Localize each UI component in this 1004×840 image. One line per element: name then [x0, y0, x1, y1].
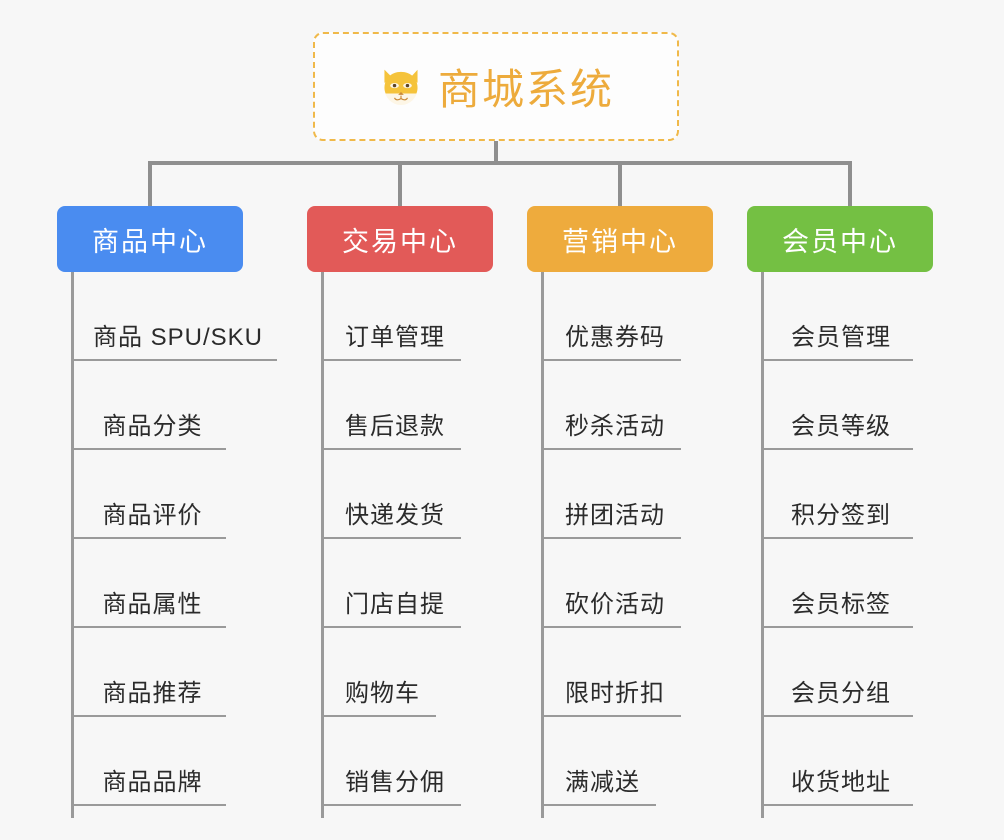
- leaf-label: 商品属性: [102, 591, 203, 618]
- leaf-item[interactable]: 商品品牌: [71, 717, 226, 806]
- category-box-4[interactable]: 会员中心: [747, 206, 933, 272]
- category-label: 会员中心: [782, 226, 898, 257]
- leaf-label: 会员分组: [791, 680, 891, 707]
- root-title: 商城系统: [437, 66, 614, 113]
- leaf-label: 优惠券码: [565, 324, 665, 351]
- leaf-label: 商品推荐: [102, 680, 203, 707]
- leaf-item[interactable]: 优惠券码: [541, 272, 681, 361]
- leaf-item[interactable]: 砍价活动: [541, 539, 681, 628]
- leaf-item[interactable]: 购物车: [321, 628, 436, 717]
- column-trunk-line: [541, 272, 544, 818]
- leaf-item[interactable]: 商品分类: [71, 361, 226, 450]
- leaf-label: 砍价活动: [565, 591, 665, 618]
- category-label: 交易中心: [342, 226, 458, 257]
- leaf-item[interactable]: 限时折扣: [541, 628, 681, 717]
- leaf-item[interactable]: 秒杀活动: [541, 361, 681, 450]
- leaf-item[interactable]: 售后退款: [321, 361, 461, 450]
- leaf-item[interactable]: 销售分佣: [321, 717, 461, 806]
- leaf-item[interactable]: 积分签到: [761, 450, 913, 539]
- root-node[interactable]: 商城系统: [313, 32, 679, 141]
- leaf-item[interactable]: 满减送: [541, 717, 656, 806]
- column-trunk-line: [71, 272, 74, 818]
- leaf-item[interactable]: 门店自提: [321, 539, 461, 628]
- leaf-label: 商品评价: [102, 502, 203, 529]
- leaf-item[interactable]: 会员等级: [761, 361, 913, 450]
- leaf-item[interactable]: 商品属性: [71, 539, 226, 628]
- category-label: 商品中心: [92, 226, 208, 257]
- shiba-dog-face-icon: [378, 64, 424, 110]
- leaf-label: 商品品牌: [102, 769, 203, 796]
- column-trunk-line: [321, 272, 324, 818]
- leaf-label: 门店自提: [345, 591, 445, 618]
- leaf-label: 会员标签: [791, 591, 891, 618]
- leaf-item[interactable]: 快递发货: [321, 450, 461, 539]
- leaf-label: 拼团活动: [565, 502, 665, 529]
- leaf-item[interactable]: 拼团活动: [541, 450, 681, 539]
- leaf-label: 满减送: [565, 769, 640, 796]
- leaf-item[interactable]: 会员分组: [761, 628, 913, 717]
- leaf-label: 销售分佣: [345, 769, 445, 796]
- leaf-item[interactable]: 会员管理: [761, 272, 913, 361]
- category-box-1[interactable]: 商品中心: [57, 206, 243, 272]
- leaf-label: 商品分类: [102, 413, 203, 440]
- category-box-3[interactable]: 营销中心: [527, 206, 713, 272]
- leaf-label: 秒杀活动: [565, 413, 665, 440]
- leaf-label: 快递发货: [345, 502, 445, 529]
- connector-drop-3: [618, 161, 622, 208]
- leaf-item[interactable]: 商品 SPU/SKU: [71, 272, 277, 361]
- leaf-label: 商品 SPU/SKU: [92, 324, 264, 351]
- connector-root-stem: [494, 141, 498, 163]
- connector-drop-1: [148, 161, 152, 208]
- leaf-item[interactable]: 商品评价: [71, 450, 226, 539]
- connector-drop-4: [848, 161, 852, 208]
- leaf-label: 购物车: [345, 680, 420, 707]
- leaf-label: 积分签到: [791, 502, 891, 529]
- leaf-label: 会员等级: [791, 413, 891, 440]
- category-label: 营销中心: [562, 226, 678, 257]
- connector-horizontal-bus: [148, 161, 852, 165]
- leaf-item[interactable]: 会员标签: [761, 539, 913, 628]
- category-box-2[interactable]: 交易中心: [307, 206, 493, 272]
- leaf-item[interactable]: 收货地址: [761, 717, 913, 806]
- leaf-label: 收货地址: [791, 769, 891, 796]
- connector-drop-2: [398, 161, 402, 208]
- leaf-label: 会员管理: [791, 324, 891, 351]
- leaf-item[interactable]: 商品推荐: [71, 628, 226, 717]
- leaf-label: 限时折扣: [565, 680, 665, 707]
- leaf-label: 订单管理: [345, 324, 445, 351]
- column-trunk-line: [761, 272, 764, 818]
- leaf-item[interactable]: 订单管理: [321, 272, 461, 361]
- leaf-label: 售后退款: [345, 413, 445, 440]
